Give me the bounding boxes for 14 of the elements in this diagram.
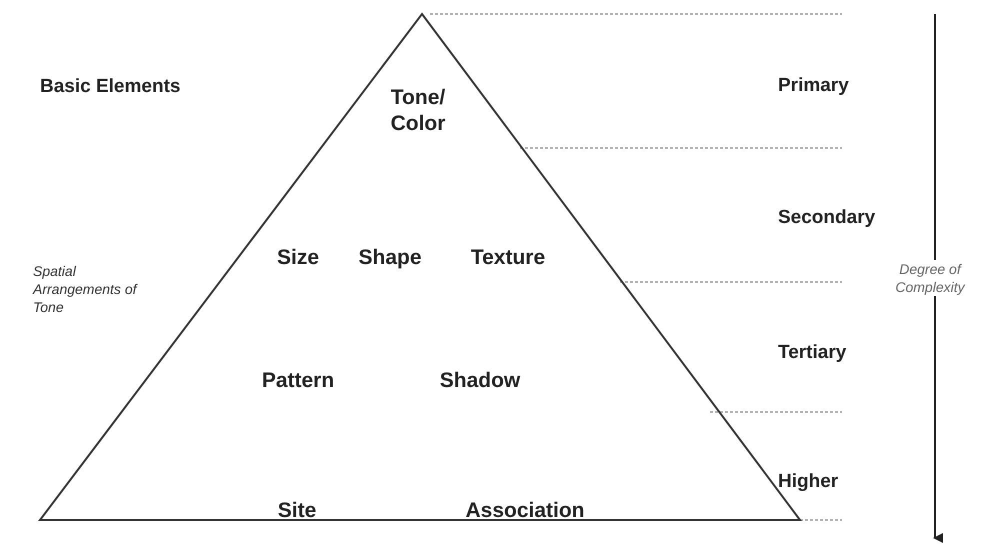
- tier-label: Size: [276, 244, 320, 271]
- tier-label: Pattern: [262, 368, 334, 394]
- group-label: Spatial Arrangements of Tone: [33, 262, 139, 317]
- tier-label: Site: [278, 498, 316, 524]
- level-label: Tertiary: [778, 342, 846, 364]
- tier-label: Shape: [358, 244, 422, 271]
- tier-label: Texture: [470, 244, 546, 271]
- tier-label: Shadow: [440, 368, 520, 394]
- level-label: Primary: [778, 75, 849, 97]
- tier-label: Association: [465, 498, 585, 524]
- level-label: Secondary: [778, 207, 876, 229]
- tier-label: Tone/ Color: [390, 84, 446, 137]
- heading-label: Basic Elements: [40, 76, 180, 98]
- level-label: Higher: [778, 471, 838, 493]
